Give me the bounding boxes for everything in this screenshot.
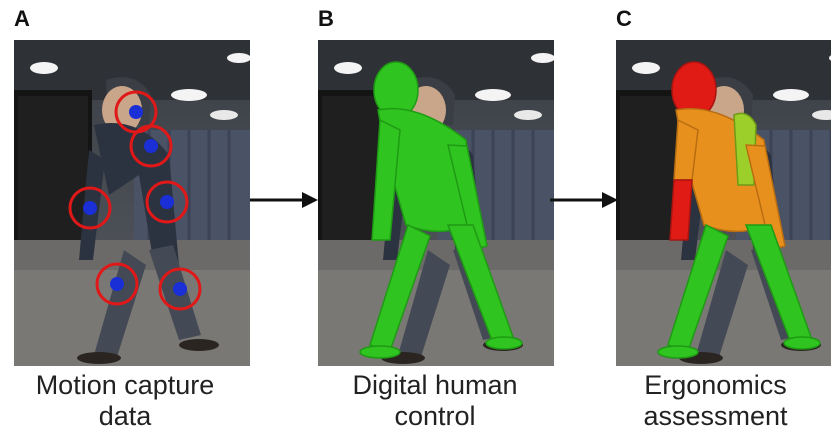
risk-right-foot: [783, 336, 821, 350]
risk-right-leg: [744, 224, 812, 344]
motion-capture-markers: [68, 90, 202, 311]
marker-dot-shoulder: [129, 105, 143, 119]
caption-motion-capture: Motion capture data: [35, 370, 215, 431]
risk-right-arm: [745, 144, 786, 251]
marker-dot-knee-left: [110, 277, 124, 291]
arrow-right-icon: [550, 192, 618, 208]
marker-ring-knee-right: [158, 267, 202, 311]
marker-dot-wrist-right: [160, 195, 174, 209]
motion-capture-image: [14, 40, 250, 366]
panel-letter-b: B: [318, 6, 334, 31]
marker-dot-upper-arm: [144, 139, 158, 153]
digital-human-model: [359, 61, 523, 359]
marker-ring-wrist-left: [68, 186, 112, 230]
ergonomics-model: [657, 61, 821, 359]
digital-human-image: [318, 40, 554, 366]
caption-ergonomics: Ergonomics assessment: [643, 370, 788, 431]
arrow-right-icon: [250, 192, 318, 208]
model-right-arm: [447, 144, 488, 251]
model-right-leg: [446, 224, 514, 344]
caption-digital-human: Digital human control: [352, 370, 518, 431]
marker-ring-upper-arm: [129, 124, 173, 168]
marker-dot-wrist-left: [83, 201, 97, 215]
marker-ring-knee-left: [95, 262, 139, 306]
model-left-foot: [359, 345, 401, 359]
risk-left-forearm: [669, 179, 693, 241]
model-left-arm: [371, 118, 401, 241]
panel-letter-a: A: [14, 6, 30, 31]
risk-left-foot: [657, 345, 699, 359]
model-right-foot: [485, 336, 523, 350]
marker-ring-wrist-right: [145, 180, 189, 224]
marker-dot-knee-right: [173, 282, 187, 296]
panel-letter-c: C: [616, 6, 632, 31]
ergonomics-image: [616, 40, 831, 366]
